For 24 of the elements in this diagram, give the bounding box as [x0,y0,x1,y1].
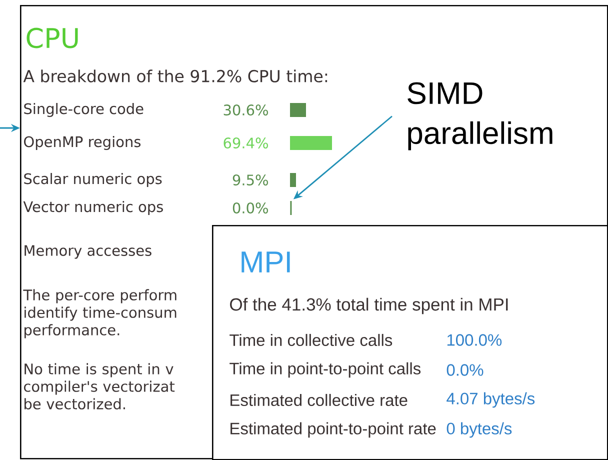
paragraph-text: No time is spent in v compiler's vectorizat be vectorized. [24,363,175,410]
metric-label: Single-core code [24,102,144,117]
metric-value: 0.0% [446,364,484,376]
metric-label: Scalar numeric ops [24,172,162,187]
metric-value: 100.0% [447,334,502,346]
metric-label: Vector numeric ops [23,200,163,215]
metric-value: 0 bytes/s [446,422,512,438]
metric-label: Memory accesses [24,245,152,259]
metric-value: 30.6% [224,104,268,116]
panel-heading: MPI [242,252,290,272]
panel-heading: CPU [26,28,78,48]
metric-label: Estimated collective rate [230,394,408,406]
metric-label: Estimated point-to-point rate [230,422,436,438]
metric-value: 9.5% [232,174,268,186]
metric-value: 4.07 bytes/s [446,392,535,408]
callout-text: SIMD parallelism [408,82,552,150]
metric-label: Time in collective calls [230,334,392,346]
metric-label: Time in point-to-point calls [230,362,421,378]
metric-value: 0.0% [232,202,268,214]
paragraph-text: The per-core perform identify time-consum performance. [23,289,176,338]
summary-text: Of the 41.3% total time spent in MPI [230,298,508,314]
metric-value: 69.4% [224,138,268,148]
metric-label: OpenMP regions [24,136,141,150]
summary-text: A breakdown of the 91.2% CPU time: [23,70,328,82]
